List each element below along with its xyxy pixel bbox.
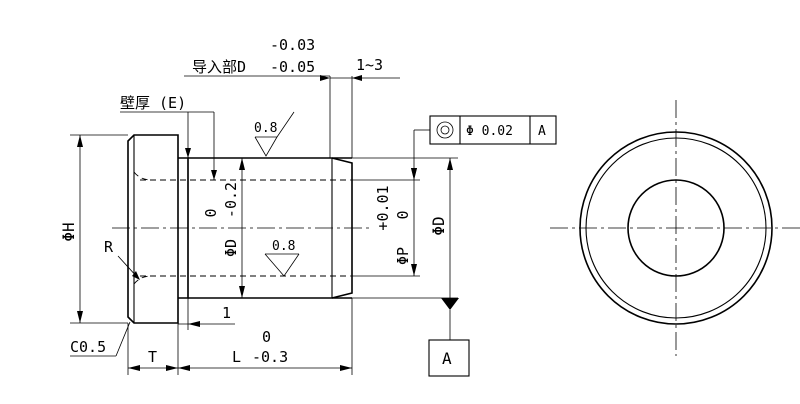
dim-P-label: ΦP xyxy=(394,247,412,265)
side-view xyxy=(112,134,370,324)
dim-L-tol-upper: 0 xyxy=(262,328,271,346)
wall-arrow-2 xyxy=(211,170,217,180)
dim-13-label: 1~3 xyxy=(356,56,383,74)
dim-H-label: ΦH xyxy=(59,222,78,241)
dim-L-arrow-left xyxy=(178,365,190,371)
dim-L-arrow-right xyxy=(340,365,352,371)
dim-Dinner-label: ΦD xyxy=(222,239,240,257)
dim-Dinner-tol-upper: 0 xyxy=(202,208,220,217)
roughness-outer-value: 0.8 xyxy=(254,121,277,136)
guide-part-label: 导入部D xyxy=(192,58,246,76)
concentricity-icon xyxy=(436,121,454,139)
guide-tol-lower: -0.05 xyxy=(270,58,315,76)
dimensions: ΦH R C0.5 T 0 L -0.3 1 0 -0.2 xyxy=(59,36,557,377)
dim-13-arrow-left xyxy=(320,75,330,81)
dim-P-arrow-bottom xyxy=(411,264,417,276)
dim-T-arrow-right xyxy=(166,365,178,371)
end-view xyxy=(550,100,800,356)
dim-L-tol-lower: -0.3 xyxy=(252,348,288,366)
wall-arrow-1 xyxy=(185,148,191,158)
dim-Dinner-arrow-bottom xyxy=(239,286,245,298)
wall-thickness-label: 壁厚 (E) xyxy=(120,94,186,112)
dim-one-arrow xyxy=(188,321,200,327)
dim-13-arrow-right xyxy=(352,75,362,81)
roughness-inner-symbol xyxy=(264,253,300,277)
dim-Douter-arrow-top xyxy=(447,158,453,170)
roughness-inner-value: 0.8 xyxy=(272,239,295,254)
roughness-outer-symbol xyxy=(254,111,295,157)
dim-Dinner-arrow-top xyxy=(239,158,245,170)
dim-H-arrow-bottom xyxy=(77,311,83,323)
gdt-value: Φ 0.02 xyxy=(466,124,513,139)
end-chamfer-circle xyxy=(585,137,767,319)
dim-one-label: 1 xyxy=(222,304,231,322)
datum-box xyxy=(428,339,470,377)
dim-Dinner-tol-lower: -0.2 xyxy=(222,182,240,218)
dim-T-arrow-left xyxy=(128,365,140,371)
lead-in-chamfer xyxy=(331,157,353,299)
concentricity-icon-inner xyxy=(440,125,450,135)
datum-triangle xyxy=(441,298,459,310)
chamfer-label: C0.5 xyxy=(70,338,106,356)
dim-P-tol-upper: +0.01 xyxy=(374,185,392,230)
dim-H-arrow-top xyxy=(77,135,83,147)
dim-L-label: L xyxy=(232,348,241,366)
end-outer-circle xyxy=(579,131,773,325)
flange-outline xyxy=(127,134,179,324)
end-bore-circle xyxy=(627,179,725,277)
dim-Douter-label: ΦD xyxy=(429,216,448,235)
datum-box-label: A xyxy=(442,349,452,368)
guide-tol-upper: -0.03 xyxy=(270,36,315,54)
bore-radius-top xyxy=(133,171,153,181)
radius-arrow xyxy=(132,271,140,280)
radius-label: R xyxy=(104,238,114,256)
bore-radius-bottom xyxy=(133,275,153,285)
gdt-datum: A xyxy=(538,124,546,139)
dim-P-tol-lower: 0 xyxy=(394,210,412,219)
dim-T-label: T xyxy=(148,348,157,366)
gdt-leader-arrow xyxy=(411,168,417,180)
